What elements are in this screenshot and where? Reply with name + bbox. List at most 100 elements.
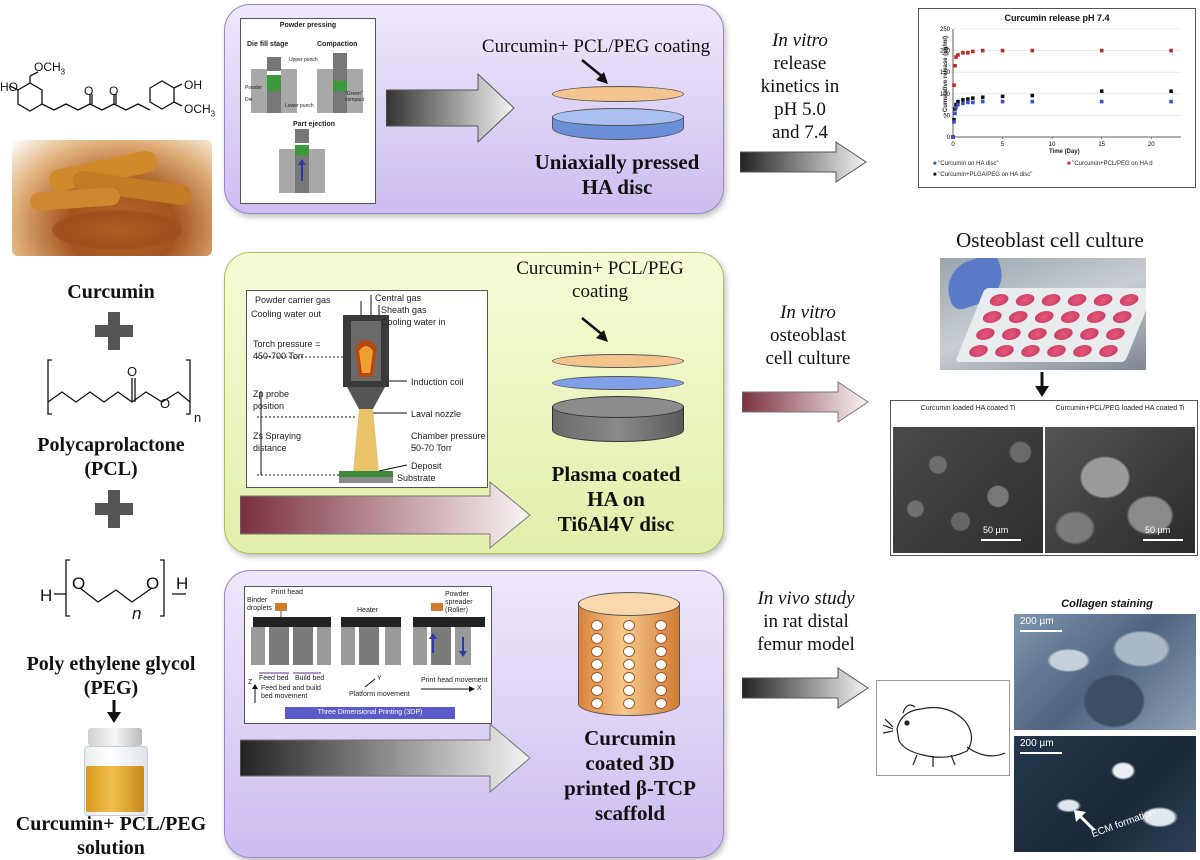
data-point	[956, 99, 960, 104]
scaffold-pore	[655, 698, 667, 709]
scaffold-pore	[623, 633, 635, 644]
inset-part-ejection: Part ejection	[293, 121, 336, 128]
3dp-feed-move-1: Feed bed and build	[261, 685, 321, 692]
y-tick-label: 100	[940, 92, 951, 98]
peg-o-left: O	[72, 574, 86, 593]
plasma-torch-pressure-2: 450-700 Torr	[253, 351, 304, 361]
data-point	[954, 102, 958, 107]
row1-coating-disc	[552, 86, 684, 102]
data-point	[954, 55, 958, 59]
legend-item-2: ■ "Curcumin+PCL/PEG on HA d	[1067, 161, 1153, 167]
well	[1013, 294, 1037, 306]
legend-item-1: ■ "Curcumin on HA disc"	[933, 161, 999, 167]
sem-left-title: Curcumin loaded HA coated Ti	[920, 405, 1016, 412]
x-tick-label: 5	[1001, 142, 1005, 148]
scaffold-pore	[655, 659, 667, 670]
sem-panel: Curcumin loaded HA coated Ti Curcumin+PC…	[890, 400, 1198, 556]
scaffold-pore	[655, 620, 667, 631]
press-stages-drawing	[251, 53, 363, 193]
scaffold-pore	[591, 620, 603, 631]
row2-result-arrow	[742, 381, 869, 423]
plasma-deposit: Deposit	[411, 461, 442, 471]
peg-label-line2: (PEG)	[83, 677, 139, 699]
scaffold-pore	[623, 646, 635, 657]
inset-die: Die	[245, 97, 253, 103]
plasma-torch-drawing	[257, 295, 408, 483]
scaffold-pore	[591, 646, 603, 657]
peg-h-left: H	[40, 586, 53, 605]
scaffold-pore	[623, 672, 635, 683]
3dp-printhead-move: Print head movement	[421, 677, 488, 684]
plasma-torch-pressure-1: Torch pressure =	[253, 339, 321, 349]
data-point	[1099, 48, 1104, 53]
scaffold-pore	[655, 685, 667, 696]
3dp-spreader-3: (Roller)	[445, 607, 468, 614]
scaffold-pore	[623, 620, 635, 631]
solution-label-line1: Curcumin+ PCL/PEG	[15, 813, 207, 835]
data-point	[1099, 99, 1104, 104]
data-point	[951, 135, 955, 139]
plasma-central-gas: Central gas	[375, 293, 422, 303]
chart-xlabel: Time (Day)	[1049, 149, 1080, 155]
sem-right-image: 50 µm	[1045, 427, 1195, 553]
row1-pointer-arrow	[581, 59, 608, 84]
data-point	[971, 49, 975, 54]
well	[1045, 345, 1068, 357]
3dp-axis-x: X	[477, 685, 482, 692]
peg-structure	[54, 559, 186, 617]
scaffold-pore	[591, 698, 603, 709]
turmeric-photo	[12, 140, 212, 256]
pcl-n-label: n	[194, 410, 202, 425]
curcumin-label: Curcumin	[67, 281, 155, 303]
ho-label: HO	[0, 80, 18, 94]
inset-die-fill: Die fill stage	[247, 41, 289, 48]
3dp-feed-move-2: bed movement	[261, 693, 308, 700]
data-point	[1030, 93, 1035, 98]
data-point	[1030, 99, 1035, 104]
data-point	[1169, 48, 1173, 53]
row1-title-line2: HA disc	[581, 175, 653, 199]
plus-icon	[95, 312, 133, 350]
3dp-heater: Heater	[357, 607, 379, 614]
sem-right-title: Curcumin+PCL/PEG loaded HA coated Ti	[1055, 405, 1185, 412]
data-point	[966, 97, 970, 101]
plasma-zs-1: Zs Spraying	[253, 431, 302, 441]
culture-title: Osteoblast cell culture	[956, 228, 1144, 252]
data-point	[961, 101, 965, 106]
row3-result-arrow	[742, 667, 869, 709]
row2-coating-disc	[552, 354, 684, 368]
3dp-build-bed: Build bed	[295, 675, 325, 682]
well	[1103, 328, 1127, 340]
ecm-arrow-icon	[1074, 810, 1096, 832]
scaffold-pore	[623, 659, 635, 670]
sem-left-image: 50 µm	[893, 427, 1043, 553]
plasma-chamber-2: 50-70 Torr	[411, 443, 452, 453]
ketone-o2-label: O	[109, 84, 119, 98]
x-tick-label: 0	[951, 142, 955, 148]
row2-title-line2: HA on	[587, 487, 645, 511]
well	[1025, 328, 1049, 340]
scaffold-pore	[655, 633, 667, 644]
row3-title-line1: Curcumin	[584, 726, 676, 750]
well	[999, 328, 1023, 340]
plasma-laval: Laval nozzle	[411, 409, 462, 419]
peg-label-line1: Poly ethylene glycol	[26, 653, 196, 675]
x-tick-label: 10	[1049, 142, 1056, 148]
data-point	[1099, 89, 1104, 94]
row2-ha-layer	[552, 376, 684, 390]
row1-result-line4: pH 5.0	[774, 99, 826, 120]
pcl-o-double-label: O	[127, 364, 138, 379]
powder-pressing-inset: Powder pressing Die fill stage Compactio…	[240, 18, 376, 204]
pcl-label-line2: (PCL)	[84, 458, 138, 480]
well	[1032, 311, 1056, 323]
3dp-platform: Platform movement	[349, 691, 410, 698]
row3-title-line2: coated 3D	[585, 751, 675, 775]
oh-right-label: OH	[184, 78, 202, 92]
inset-green-compact: "Green" compact	[345, 91, 364, 103]
row3-result-line2: in rat distal	[763, 611, 849, 632]
sem-left-scale: 50 µm	[983, 525, 1009, 535]
well	[1097, 345, 1120, 357]
data-point	[953, 111, 957, 116]
data-point	[966, 50, 970, 55]
row2-process-arrow	[240, 480, 531, 550]
